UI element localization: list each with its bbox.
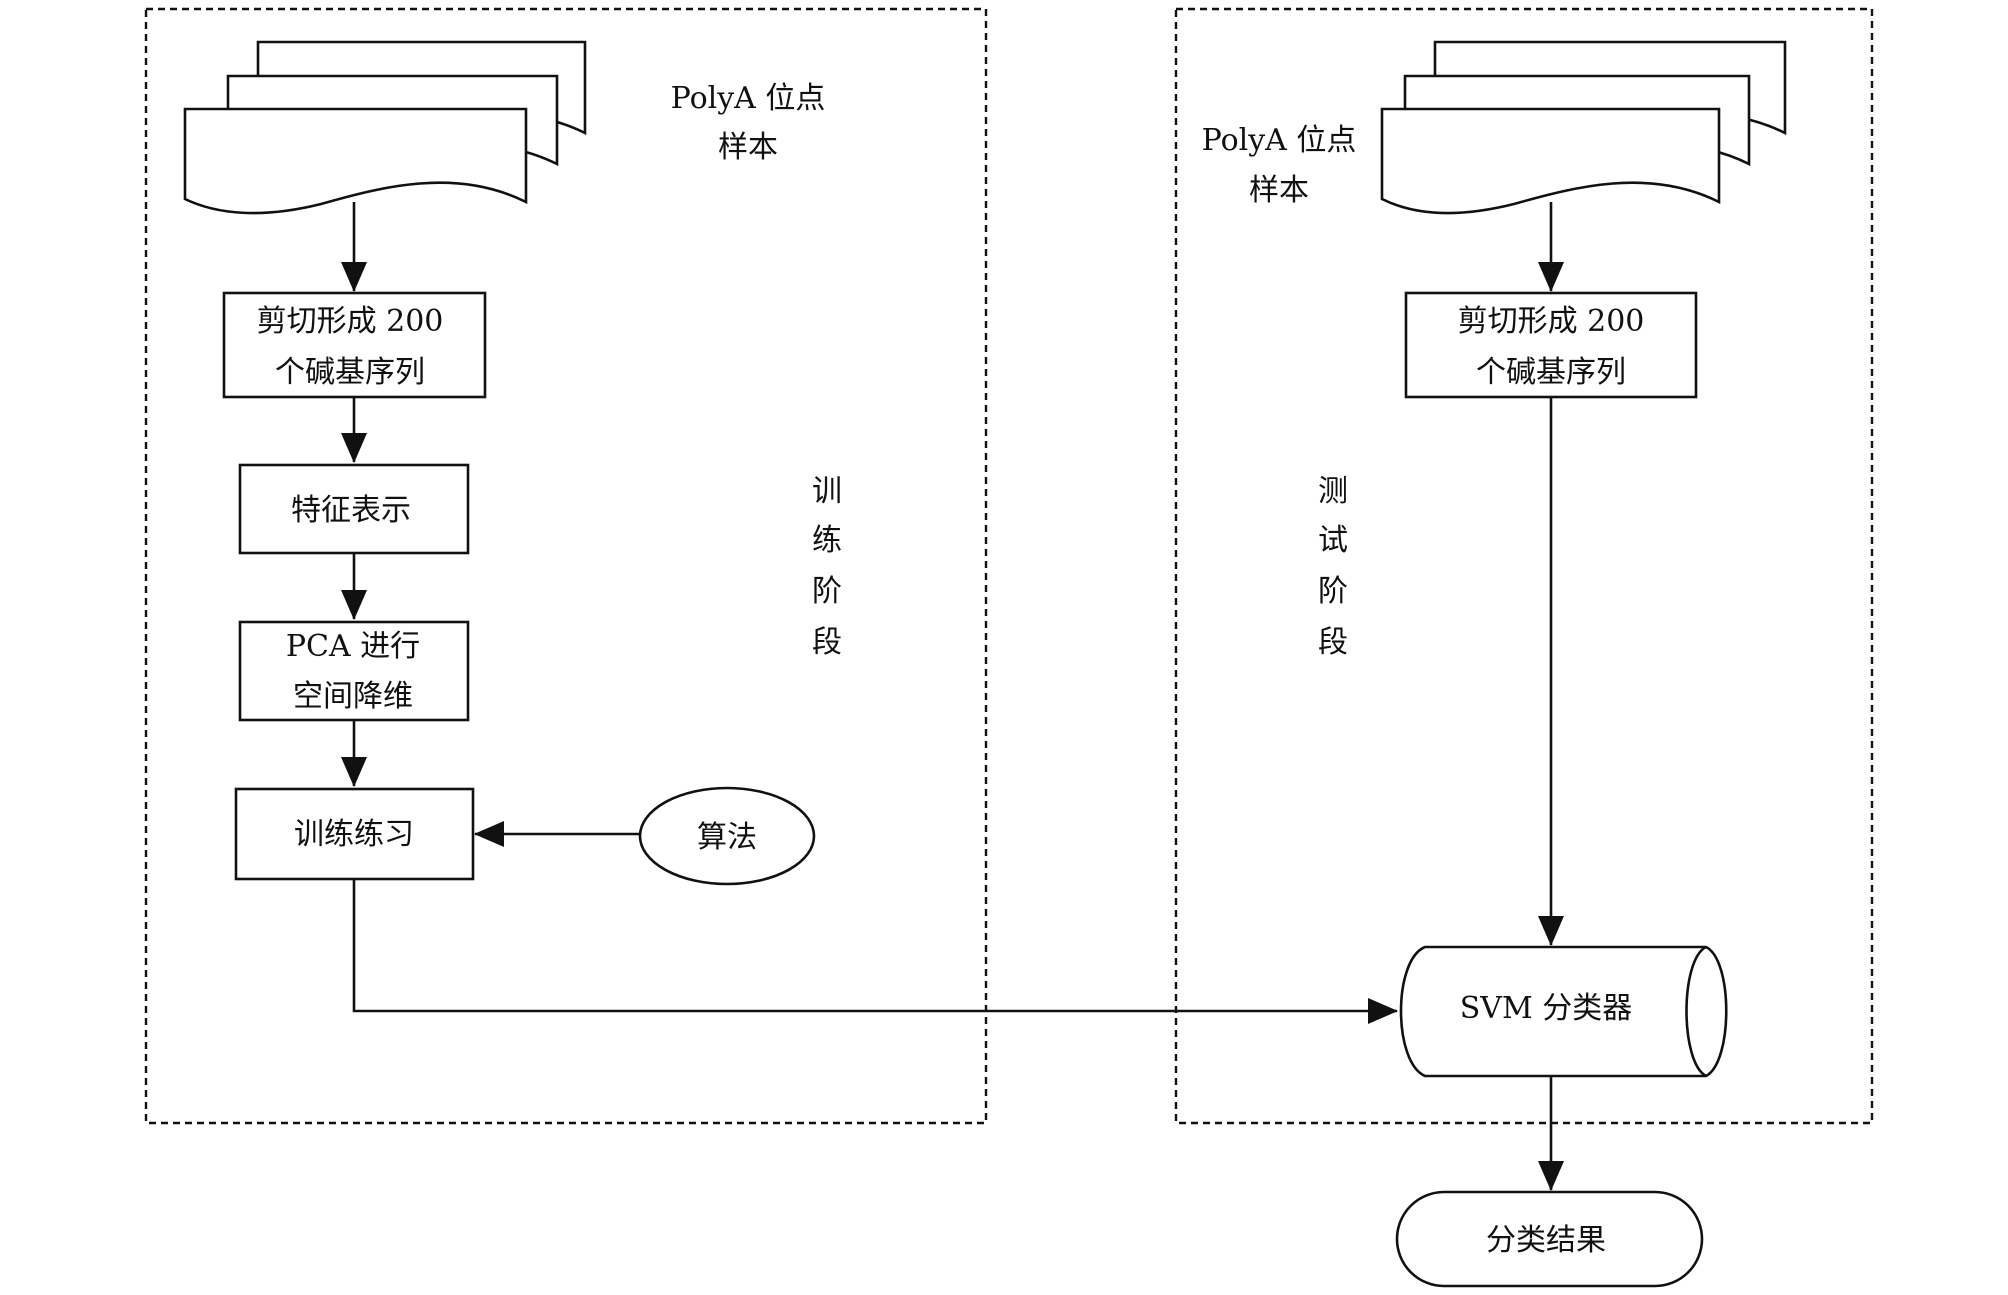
testing-cut-label-line2: 个碱基序列 xyxy=(1476,355,1626,390)
training-sample-documents xyxy=(183,40,587,215)
testing-stage-char-1: 测 xyxy=(1318,474,1348,509)
training-stage-label: 训 练 阶 段 xyxy=(812,474,842,660)
training-cut-label-line1: 剪切形成 200 xyxy=(257,304,444,339)
pca-label-line1: PCA 进行 xyxy=(286,629,420,664)
training-practice-label: 训练练习 xyxy=(294,817,414,852)
testing-stage-char-4: 段 xyxy=(1318,625,1348,660)
testing-stage-char-2: 试 xyxy=(1318,523,1348,558)
training-sample-label-line2: 样本 xyxy=(718,130,778,165)
testing-sample-documents xyxy=(1380,40,1787,215)
testing-cut-box xyxy=(1404,291,1698,399)
training-cut-box xyxy=(222,291,487,399)
training-practice-box xyxy=(234,787,475,881)
classification-result-terminator xyxy=(1395,1190,1704,1288)
testing-stage-label: 测 试 阶 段 xyxy=(1318,474,1348,660)
testing-stage-frame xyxy=(1174,7,1874,1125)
training-stage-frame xyxy=(144,7,988,1125)
training-stage-char-3: 阶 xyxy=(812,574,842,609)
training-cut-label-line2: 个碱基序列 xyxy=(275,355,425,390)
algorithm-label: 算法 xyxy=(697,820,757,855)
testing-sample-label-line1: PolyA 位点 xyxy=(1202,123,1357,158)
training-stage-char-1: 训 xyxy=(812,474,842,509)
training-stage-char-4: 段 xyxy=(812,625,842,660)
pca-box xyxy=(238,620,470,722)
svm-classifier-shape xyxy=(1399,945,1728,1078)
testing-stage-char-3: 阶 xyxy=(1318,574,1348,609)
training-stage-char-2: 练 xyxy=(812,523,842,558)
classification-result-label: 分类结果 xyxy=(1486,1223,1606,1258)
pca-label-line2: 空间降维 xyxy=(293,679,413,714)
arrow-train-to-svm xyxy=(352,879,1398,1024)
testing-sample-label-line2: 样本 xyxy=(1249,173,1309,208)
svm-classifier-label: SVM 分类器 xyxy=(1460,991,1632,1026)
testing-cut-label-line1: 剪切形成 200 xyxy=(1458,304,1645,339)
feature-representation-label: 特征表示 xyxy=(291,493,411,528)
training-sample-label-line1: PolyA 位点 xyxy=(671,81,826,116)
algorithm-ellipse xyxy=(638,786,816,886)
